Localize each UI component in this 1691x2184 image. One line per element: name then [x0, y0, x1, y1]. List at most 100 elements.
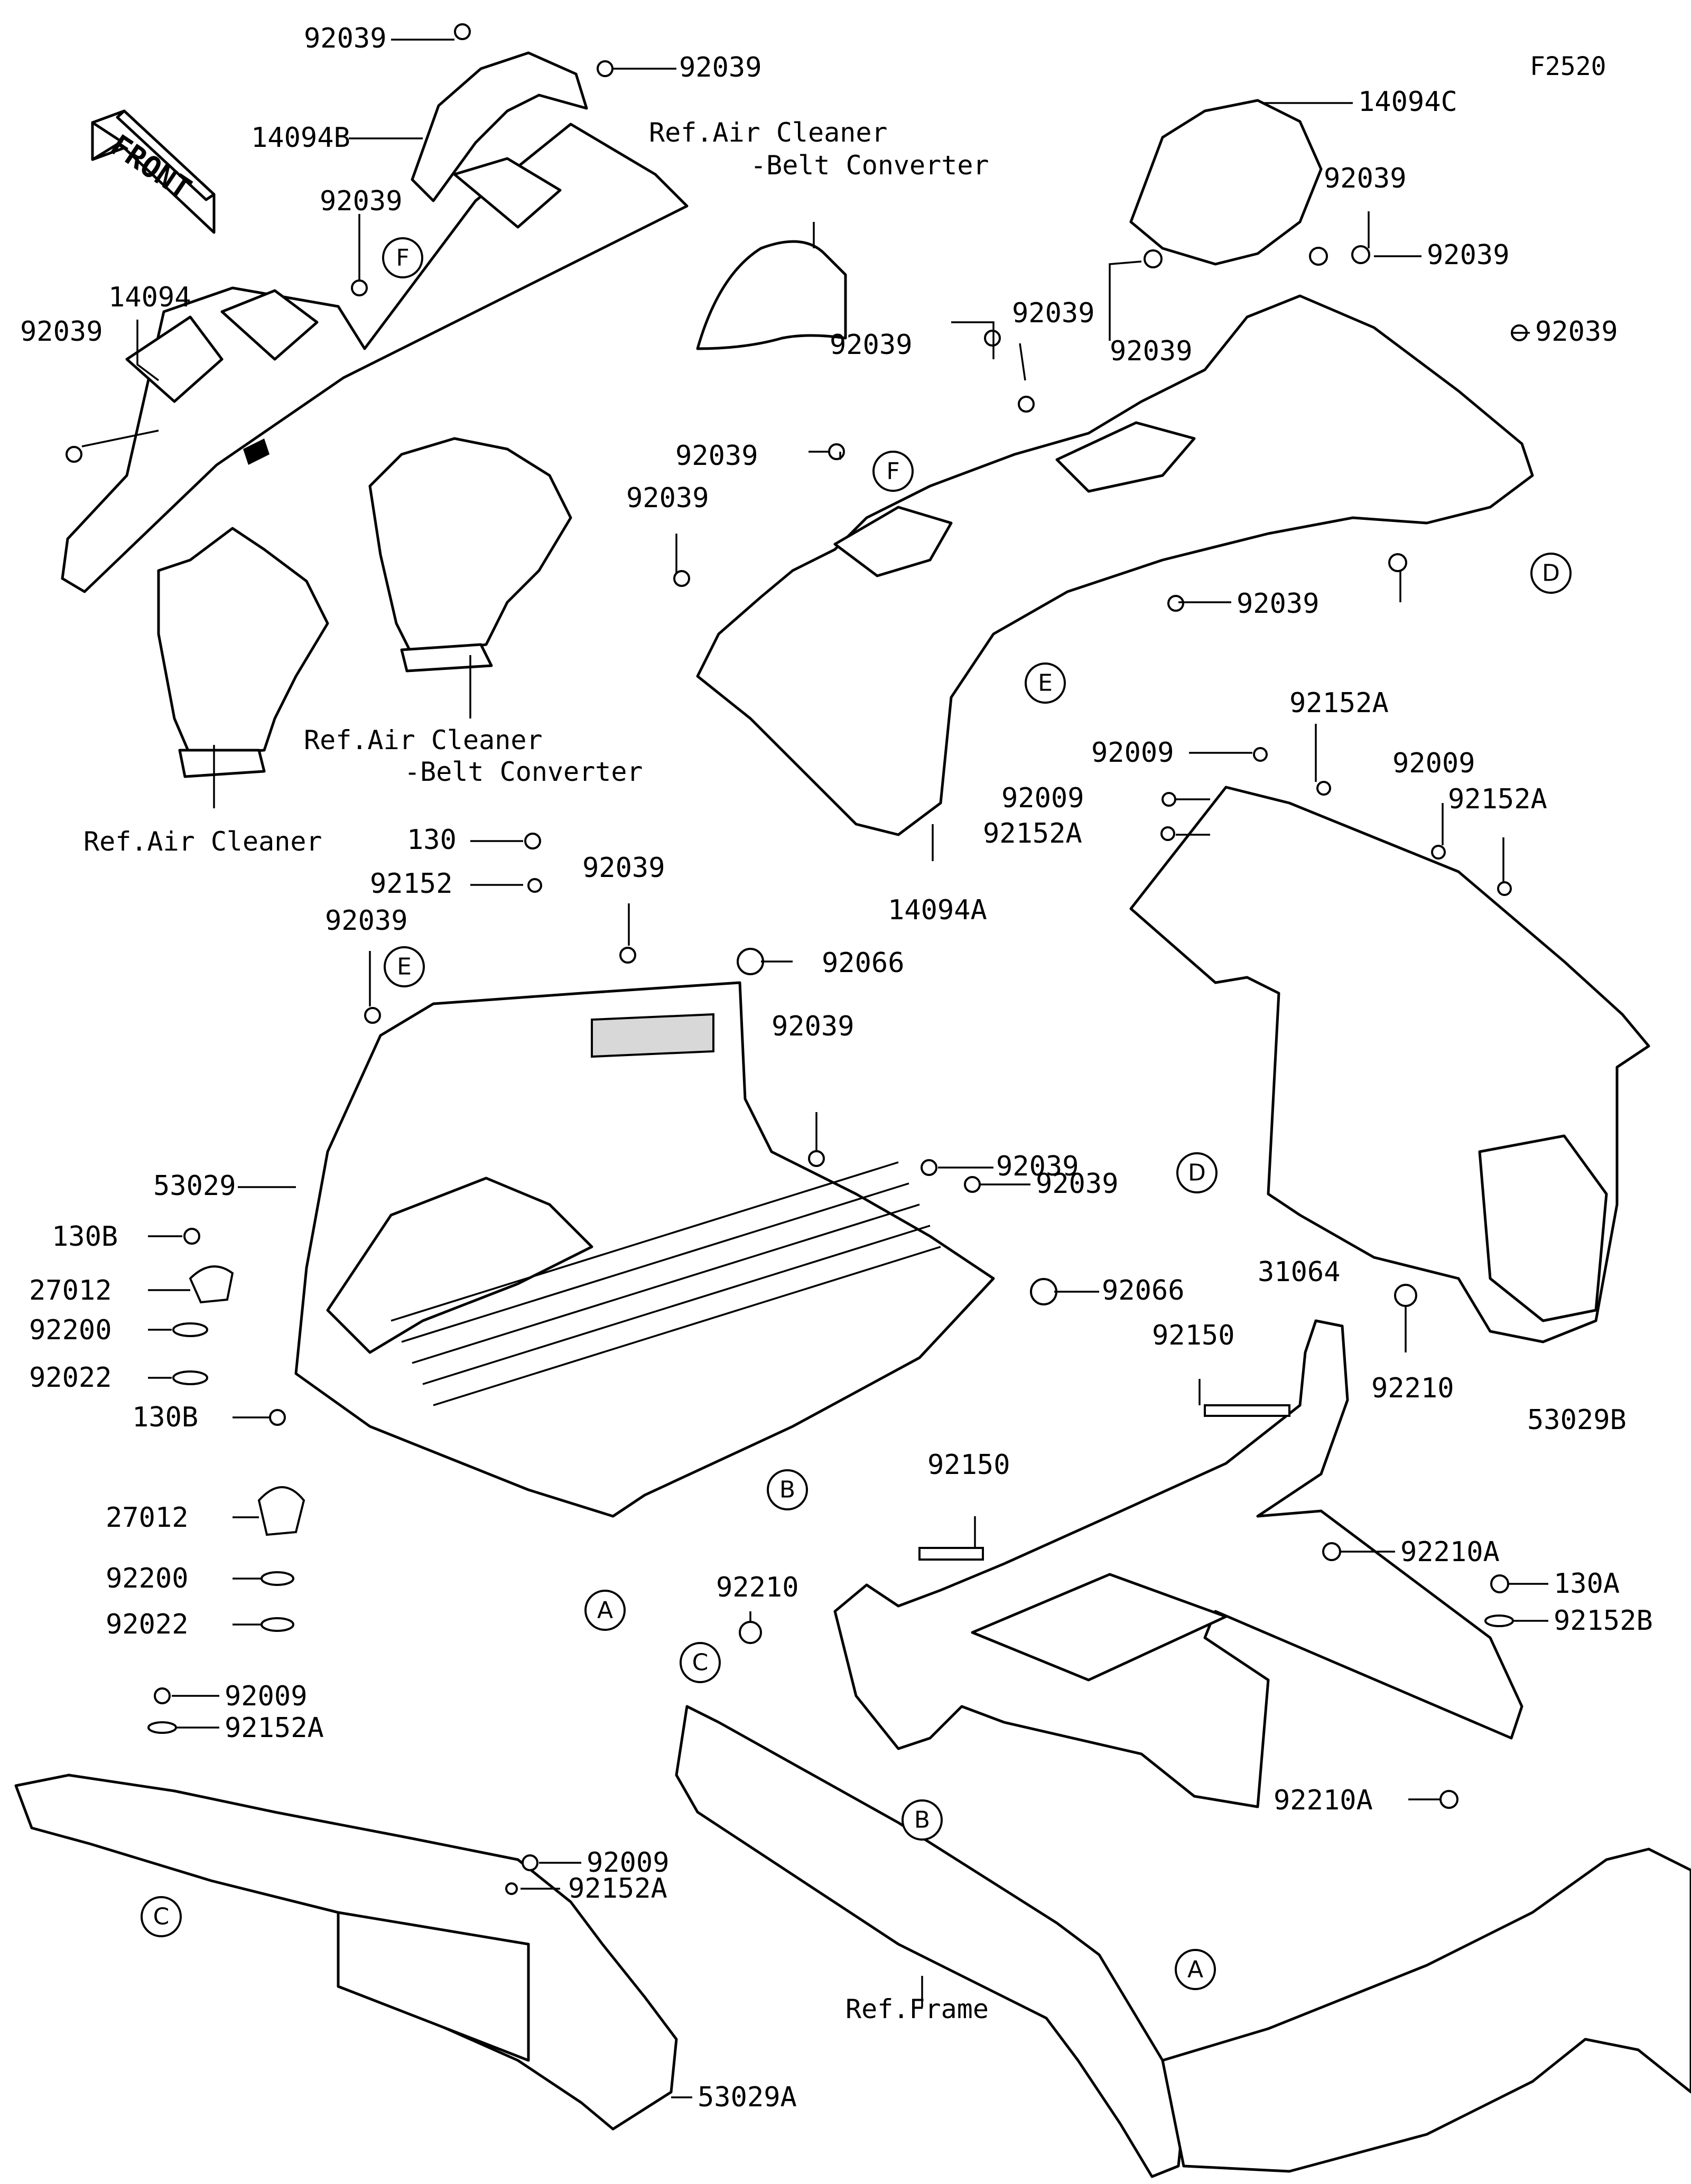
part-label: 92039 — [1427, 239, 1510, 271]
part-label: 92009 — [225, 1681, 308, 1712]
part-label: 92039 — [626, 482, 709, 514]
part-label: 14094B — [251, 122, 350, 154]
marker-B-1: B — [767, 1469, 808, 1510]
marker-C-1-text: C — [692, 1649, 709, 1676]
part-label: 92039 — [830, 329, 913, 361]
part-label: 92039 — [996, 1151, 1079, 1182]
marker-F-1-text: F — [396, 245, 409, 272]
marker-A-1-text: A — [597, 1597, 613, 1624]
marker-E-1: E — [1025, 662, 1066, 704]
part-14094C-cover — [1129, 99, 1323, 266]
frame-ref — [675, 1705, 1691, 2178]
part-label: 92009 — [1392, 748, 1475, 779]
part-31064-frame — [833, 1319, 1523, 1808]
part-label: 92152B — [1554, 1605, 1653, 1637]
part-label: 92009 — [1001, 782, 1084, 814]
part-label: 27012 — [29, 1275, 112, 1306]
part-label: 53029A — [698, 2082, 797, 2113]
marker-A-1: A — [584, 1590, 626, 1631]
leader-lines — [81, 39, 1548, 2098]
part-14094A-guard — [696, 294, 1534, 836]
ref-air-cleaner-belt-converter-left-line1: Ref.Air Cleaner — [304, 725, 543, 755]
part-label: 92039 — [325, 905, 408, 937]
part-label: 92009 — [1091, 737, 1174, 769]
part-label: 31064 — [1258, 1256, 1341, 1288]
part-label: 92039 — [582, 852, 665, 884]
marker-F-1: F — [382, 237, 423, 278]
part-label: 92152 — [370, 868, 453, 900]
marker-E-2-text: E — [397, 954, 412, 981]
marker-B-2: B — [902, 1799, 943, 1841]
marker-A-2: A — [1175, 1949, 1216, 1990]
air-cleaner-boot-1 — [157, 527, 329, 778]
part-53029-bed — [294, 981, 995, 1518]
part-label: 92152A — [1289, 687, 1389, 719]
part-53029A-panel — [14, 1774, 678, 2131]
marker-C-1: C — [680, 1642, 721, 1683]
part-label: 130B — [52, 1221, 118, 1253]
part-label: 92039 — [1324, 163, 1407, 194]
marker-A-2-text: A — [1187, 1956, 1203, 1983]
part-label: 14094A — [888, 894, 987, 926]
marker-D-2: D — [1176, 1152, 1218, 1193]
ref-air-cleaner: Ref.Air Cleaner — [83, 826, 322, 857]
marker-D-1: D — [1530, 553, 1572, 594]
part-14094-guard — [61, 123, 689, 593]
marker-D-2-text: D — [1188, 1160, 1206, 1187]
part-label: 92039 — [1036, 1168, 1119, 1200]
diagram-code: F2520 — [1530, 52, 1606, 81]
part-label: 53029 — [153, 1170, 236, 1202]
part-53029B-panel — [1129, 786, 1650, 1343]
part-label: 92152A — [568, 1873, 667, 1905]
part-label: 92210 — [1371, 1373, 1454, 1404]
part-label: 92039 — [675, 440, 758, 472]
part-label: 92039 — [679, 52, 762, 83]
fasteners — [66, 23, 1528, 1895]
part-label: 92039 — [20, 316, 103, 348]
part-label: 92066 — [1102, 1275, 1185, 1306]
part-label: 14094 — [108, 282, 191, 313]
part-label: 92152A — [983, 818, 1082, 850]
part-label: 92009 — [587, 1847, 670, 1879]
ref-air-cleaner-belt-converter-top-line1: Ref.Air Cleaner — [649, 117, 888, 148]
part-label: 92210 — [716, 1572, 799, 1603]
marker-C-2: C — [141, 1896, 182, 1937]
part-label: 130A — [1554, 1568, 1620, 1600]
part-label: 92039 — [1110, 335, 1193, 367]
part-label: 92200 — [29, 1314, 112, 1346]
part-label: 53029B — [1527, 1404, 1627, 1436]
part-label: 92022 — [106, 1609, 189, 1640]
part-label: 92152A — [225, 1712, 324, 1744]
part-label: 92039 — [304, 23, 387, 54]
part-label: 92039 — [772, 1011, 854, 1042]
marker-E-1-text: E — [1038, 670, 1053, 697]
part-label: 92210A — [1274, 1785, 1373, 1816]
part-label: 14094C — [1358, 86, 1457, 118]
part-label: 92152A — [1448, 783, 1547, 815]
marker-F-2: F — [872, 451, 914, 492]
air-cleaner-ref-top — [696, 240, 847, 350]
part-label: 92039 — [1535, 316, 1618, 348]
part-label: 130 — [407, 824, 457, 856]
marker-D-1-text: D — [1542, 560, 1560, 587]
marker-F-2-text: F — [886, 458, 899, 485]
part-label: 92150 — [927, 1449, 1010, 1481]
part-14094B-guard — [411, 51, 588, 202]
part-label: 27012 — [106, 1502, 189, 1534]
part-label: 92150 — [1152, 1320, 1235, 1351]
part-label: 92210A — [1400, 1536, 1500, 1568]
part-label: 92039 — [1237, 588, 1320, 620]
marker-C-2-text: C — [153, 1903, 170, 1930]
ref-frame: Ref.Frame — [846, 1994, 989, 2024]
part-label: 92039 — [1012, 297, 1095, 329]
front-arrow: FRONT — [91, 109, 216, 234]
part-label: 92022 — [29, 1362, 112, 1394]
part-label: 92200 — [106, 1563, 189, 1594]
ref-air-cleaner-belt-converter-top-line2: -Belt Converter — [750, 150, 989, 181]
part-label: 130B — [132, 1402, 198, 1433]
part-label: 92039 — [320, 185, 403, 217]
air-cleaner-boot-2 — [368, 437, 572, 673]
part-label: 92066 — [822, 947, 905, 979]
marker-B-1-text: B — [779, 1477, 795, 1504]
